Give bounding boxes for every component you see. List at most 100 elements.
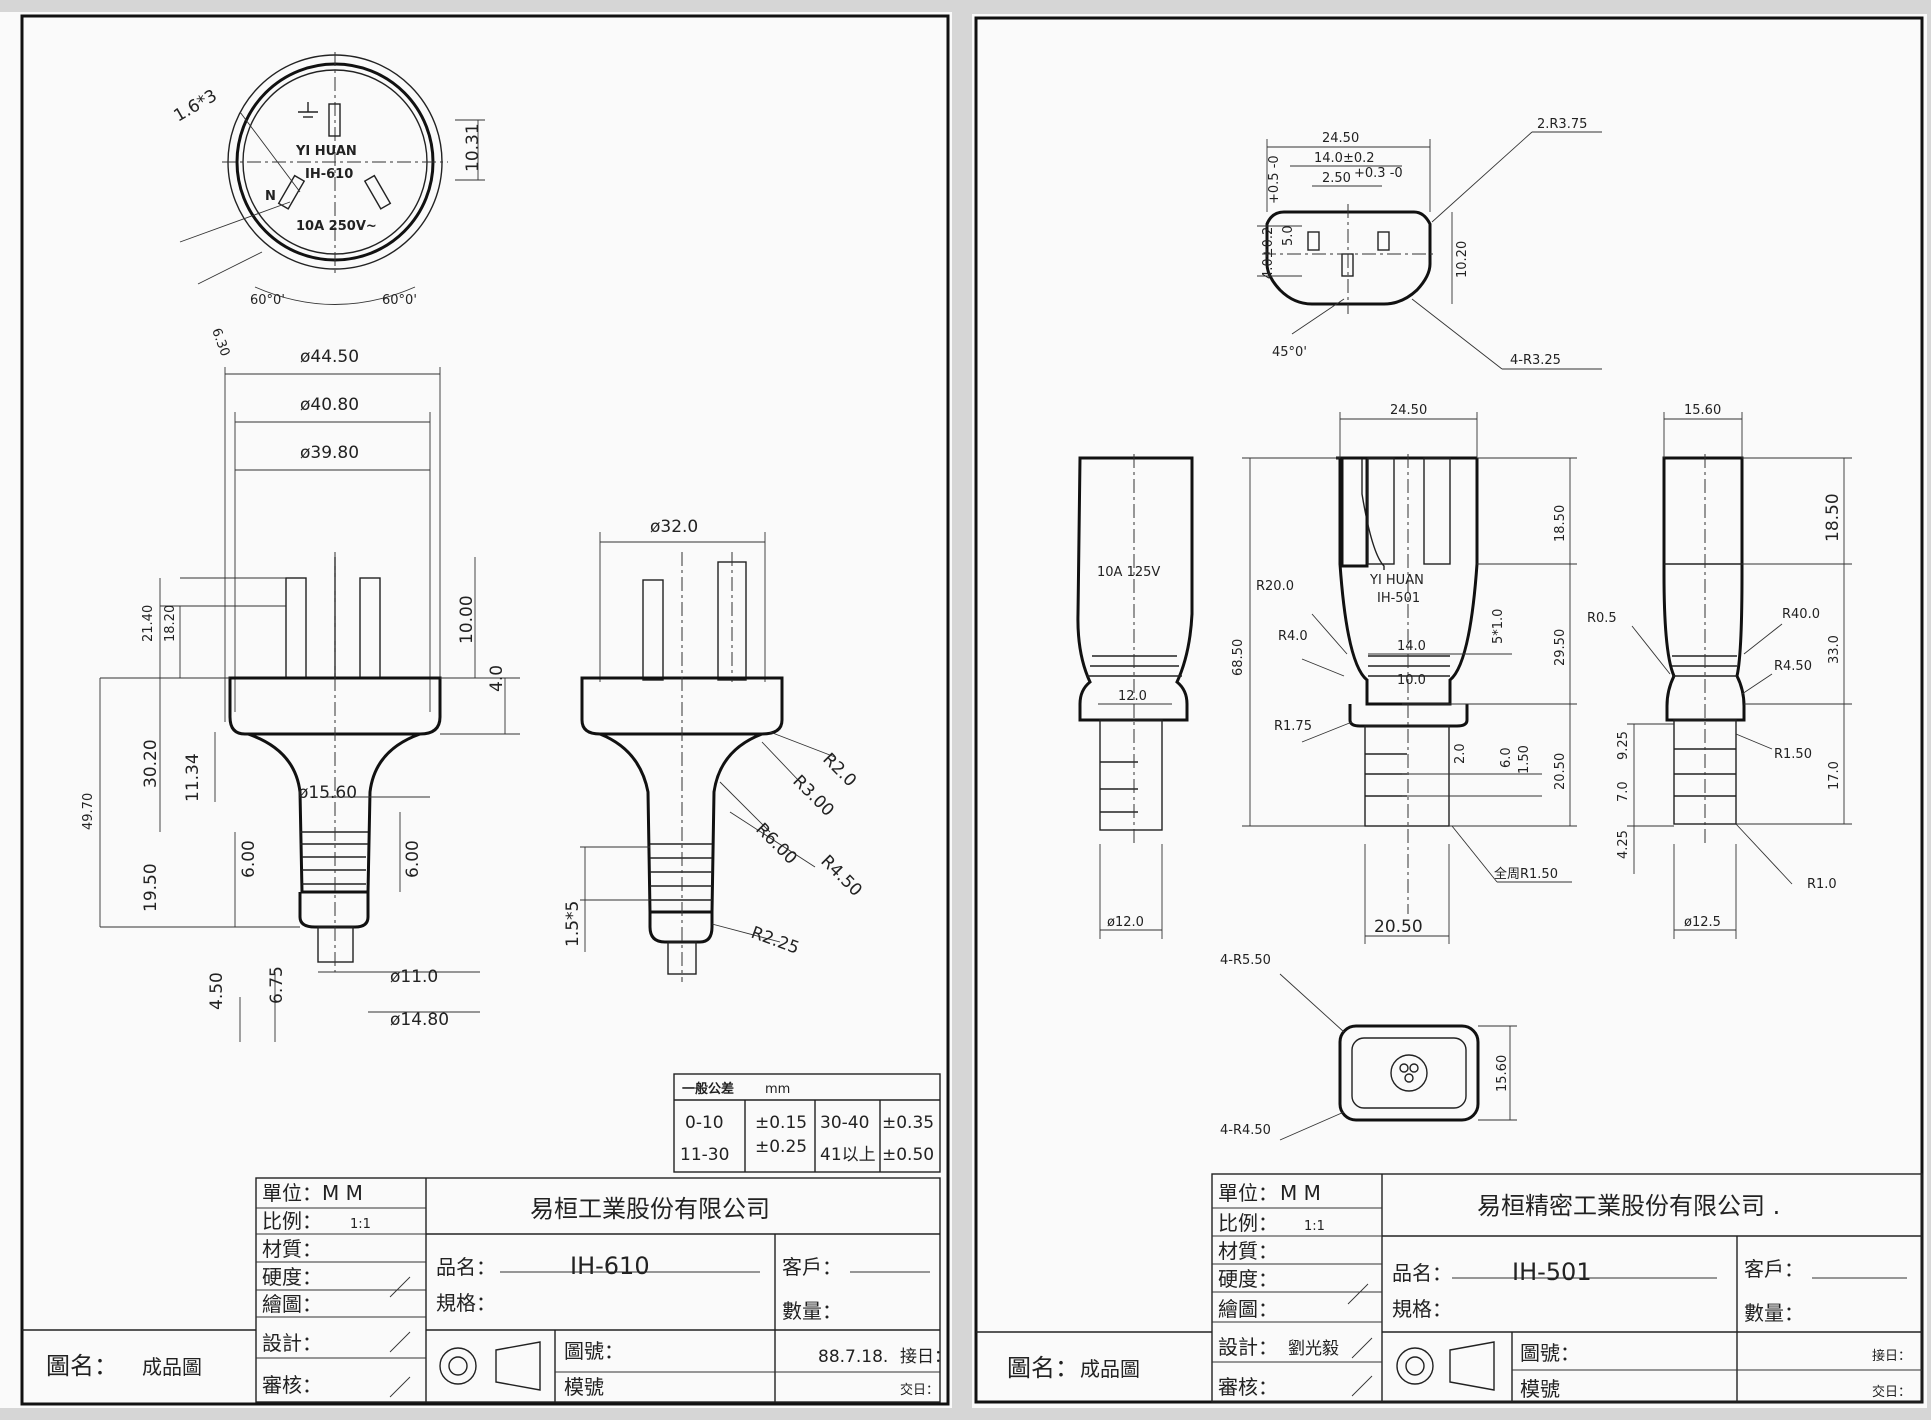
side-r3: R3.00 bbox=[788, 771, 837, 820]
tb-quantity: 數量： bbox=[1744, 1301, 1804, 1325]
tb-hardness: 硬度： bbox=[1218, 1267, 1278, 1291]
tol-cell: 0-10 bbox=[685, 1113, 724, 1133]
front-h-4: 4.0 bbox=[487, 665, 507, 692]
face-h-5: 5.0 bbox=[1281, 225, 1296, 246]
socket-bottom-view bbox=[1279, 973, 1517, 1141]
tb-drawing-name: 成品圖 bbox=[142, 1355, 202, 1379]
front-h-21: 21.40 bbox=[141, 605, 156, 642]
tb-name-value: IH-501 bbox=[1512, 1258, 1592, 1286]
mid-h-18: 18.50 bbox=[1553, 505, 1568, 542]
mid-r4: R4.0 bbox=[1278, 629, 1308, 644]
face-neutral: N bbox=[265, 189, 276, 204]
title-block bbox=[22, 1177, 941, 1403]
mid-h-68: 68.50 bbox=[1231, 639, 1246, 676]
tb-review: 審核： bbox=[262, 1373, 322, 1397]
sheet-border bbox=[20, 14, 950, 1406]
tb-drawn: 繪圖： bbox=[1218, 1297, 1278, 1321]
face-r-3-75: 2.R3.75 bbox=[1537, 117, 1587, 132]
tolerance-title: 一般公差 bbox=[682, 1081, 734, 1097]
side-r6: R6.00 bbox=[751, 819, 800, 868]
tb-drawing-name-label: 圖名： bbox=[46, 1352, 118, 1380]
face-brand: YI HUAN bbox=[295, 144, 357, 159]
mid-h-5x1: 5*1.0 bbox=[1491, 609, 1506, 644]
front-h-6a: 6.00 bbox=[239, 840, 259, 878]
mid-h-20: 20.50 bbox=[1553, 753, 1568, 790]
tol-cell: 30-40 bbox=[820, 1113, 869, 1133]
tb-hardness: 硬度： bbox=[262, 1265, 322, 1289]
bottom-r5-5: 4-R5.50 bbox=[1220, 953, 1271, 968]
right-r0-5: R0.5 bbox=[1587, 611, 1617, 626]
drawing-sheet-ih-501: 24.50 14.0±0.2 2.50 +0.3 -0 2.R3.75 4.0±… bbox=[972, 14, 1927, 1408]
tb-receive: 接日： bbox=[900, 1347, 951, 1367]
tb-unit-value: M M bbox=[1280, 1181, 1321, 1205]
right-r1-5: R1.50 bbox=[1774, 747, 1812, 762]
front-h-11: 11.34 bbox=[183, 753, 203, 802]
side-r2: R2.0 bbox=[818, 749, 860, 791]
mid-h-29: 29.50 bbox=[1553, 629, 1568, 666]
face-r-3-25: 4-R3.25 bbox=[1510, 353, 1561, 368]
right-h-18: 18.50 bbox=[1823, 493, 1843, 542]
mid-r20: R20.0 bbox=[1256, 579, 1294, 594]
socket-mid-view bbox=[1336, 456, 1385, 570]
side-r4-5: R4.50 bbox=[816, 851, 865, 900]
right-width: 15.60 bbox=[1684, 403, 1721, 418]
tol-cell: ±0.50 bbox=[882, 1145, 934, 1165]
right-r4-5: R4.50 bbox=[1774, 659, 1812, 674]
sheet-left-canvas: 1.6*3 10.31 YI HUAN IH-610 N 10A 250V~ 6… bbox=[20, 14, 951, 1406]
title-block bbox=[976, 1173, 1923, 1403]
face-angle-right: 60°0' bbox=[382, 293, 417, 308]
tb-scale-label: 比例： bbox=[1218, 1211, 1278, 1235]
tb-unit-label: 單位： bbox=[262, 1181, 322, 1205]
front-h-4-5: 4.50 bbox=[207, 972, 227, 1010]
right-h-33: 33.0 bbox=[1827, 635, 1842, 664]
mid-model: IH-501 bbox=[1377, 591, 1420, 606]
face-pin-width-tol: +0.3 -0 bbox=[1354, 166, 1403, 181]
right-r40: R40.0 bbox=[1782, 607, 1820, 622]
face-h-10: 10.20 bbox=[1455, 241, 1470, 278]
front-h-6-75: 6.75 bbox=[267, 966, 287, 1004]
tb-name-label: 品名： bbox=[436, 1255, 496, 1279]
socket-right-view bbox=[1627, 412, 1852, 939]
socket-face-view bbox=[1257, 131, 1602, 370]
tb-material: 材質： bbox=[262, 1237, 322, 1261]
face-angle: 45°0' bbox=[1272, 345, 1307, 360]
socket-left-view bbox=[1076, 454, 1194, 939]
tb-design: 設計： bbox=[1218, 1335, 1278, 1359]
right-h-7: 7.0 bbox=[1616, 781, 1631, 802]
tb-drawn: 繪圖： bbox=[262, 1292, 322, 1316]
front-dia-40: ø40.80 bbox=[300, 395, 359, 415]
tb-company: 易桓工業股份有限公司 bbox=[530, 1195, 770, 1223]
face-model: IH-610 bbox=[305, 167, 353, 182]
tolerance-unit: mm bbox=[765, 1082, 790, 1097]
tb-name-label: 品名： bbox=[1392, 1261, 1452, 1285]
side-r2-25: R2.25 bbox=[748, 923, 802, 959]
tb-scale-value: 1:1 bbox=[350, 1217, 371, 1232]
tb-deliver: 交日： bbox=[900, 1382, 939, 1398]
tb-customer: 客戶： bbox=[782, 1255, 842, 1279]
tol-cell: 11-30 bbox=[680, 1145, 729, 1165]
face-angle-left: 60°0' bbox=[250, 293, 285, 308]
mid-r1-75: R1.75 bbox=[1274, 719, 1312, 734]
left-view-dia: ø12.0 bbox=[1107, 915, 1144, 930]
tb-company: 易桓精密工業股份有限公司 . bbox=[1477, 1192, 1780, 1220]
tb-drawing-name-label: 圖名： bbox=[1007, 1354, 1079, 1382]
tb-spec: 規格： bbox=[1392, 1297, 1452, 1321]
face-h-4: 4.0±0.2 bbox=[1261, 227, 1276, 279]
socket-mid-body bbox=[1242, 412, 1577, 944]
tb-receive: 接日： bbox=[1872, 1348, 1911, 1364]
sheet-right-canvas: 24.50 14.0±0.2 2.50 +0.3 -0 2.R3.75 4.0±… bbox=[974, 16, 1924, 1404]
face-pin-label: 1.6*3 bbox=[171, 86, 221, 127]
mid-width: 24.50 bbox=[1390, 403, 1427, 418]
tb-deliver: 交日： bbox=[1872, 1384, 1911, 1400]
face-width: 24.50 bbox=[1322, 131, 1359, 146]
right-h-9: 9.25 bbox=[1616, 731, 1631, 760]
tb-drawing-name: 成品圖 bbox=[1080, 1357, 1140, 1381]
side-dia-32: ø32.0 bbox=[650, 517, 698, 537]
face-pin-span: 14.0±0.2 bbox=[1314, 151, 1375, 166]
plug-front-view bbox=[99, 367, 520, 1042]
front-dia-44: ø44.50 bbox=[300, 347, 359, 367]
left-view-width: 12.0 bbox=[1118, 689, 1147, 704]
tol-cell: ±0.25 bbox=[755, 1137, 807, 1157]
face-pin-width: 2.50 bbox=[1322, 171, 1351, 186]
front-dia-14: ø14.80 bbox=[390, 1010, 449, 1030]
